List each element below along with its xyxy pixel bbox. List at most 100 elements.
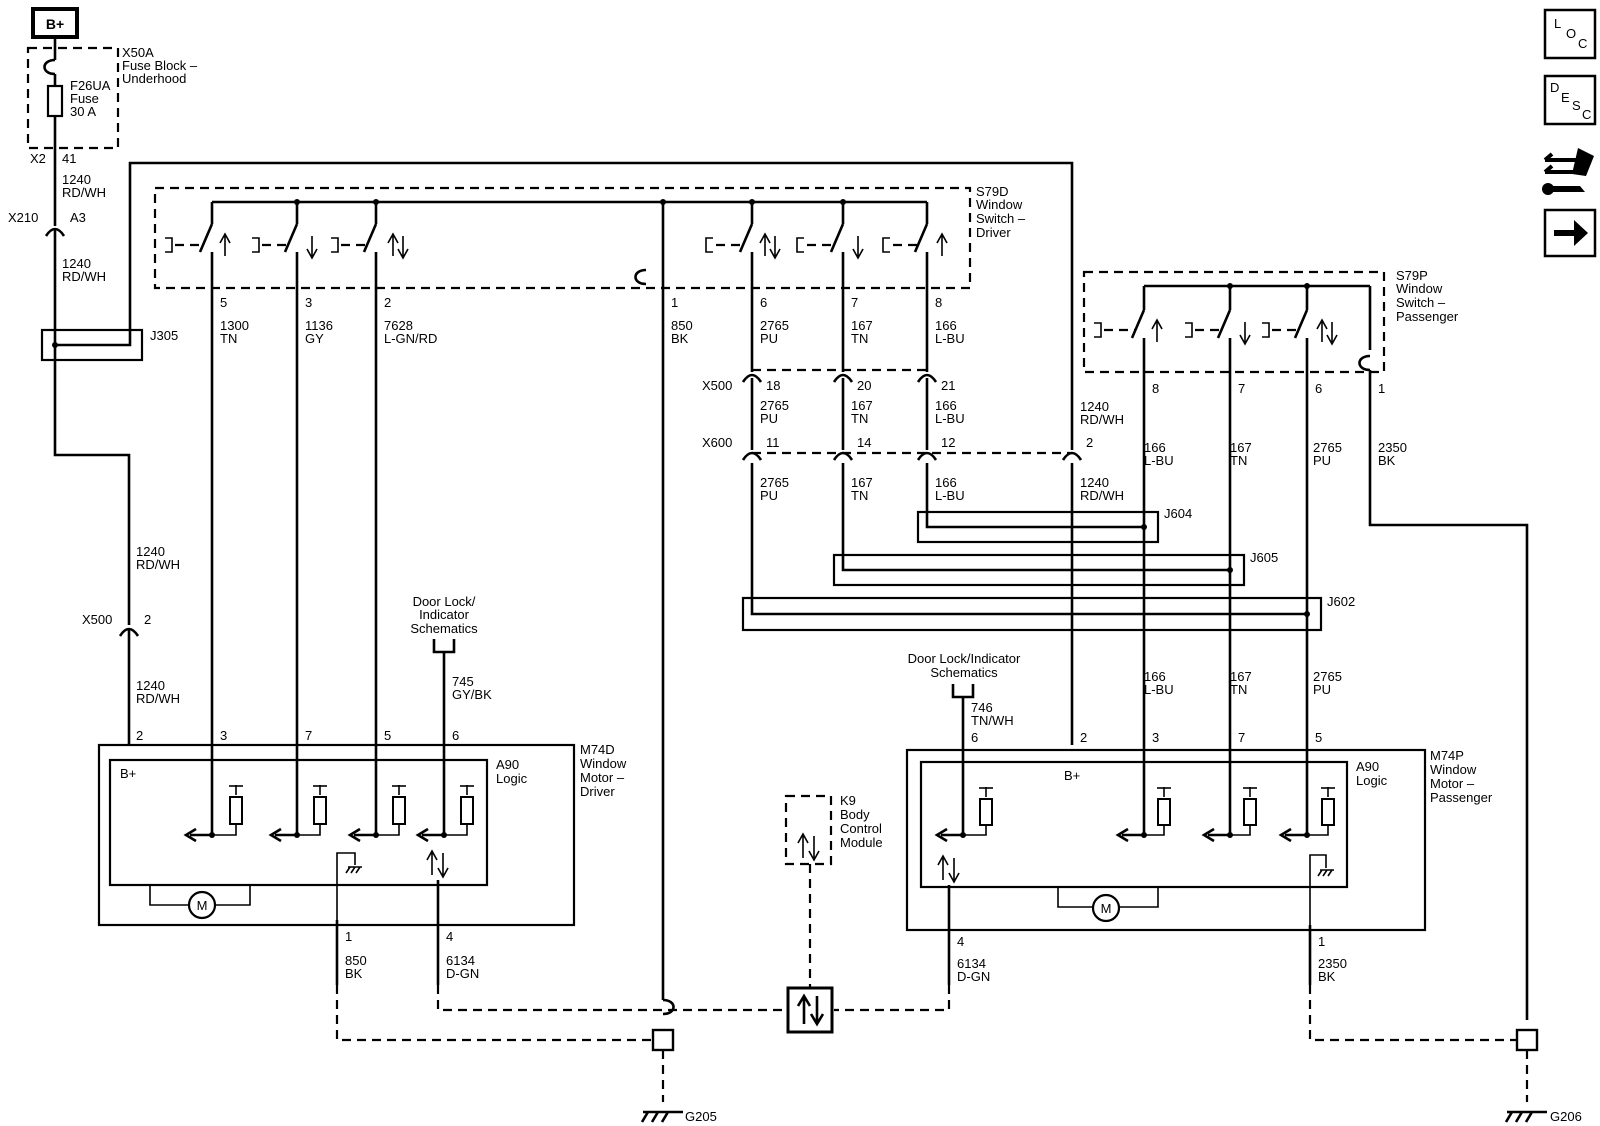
passenger-bplus: B+ — [1064, 768, 1080, 783]
passenger-switch-name: S79P — [1396, 268, 1428, 283]
wire-1240-a-num: 1240 — [62, 172, 91, 187]
loc-c: C — [1578, 36, 1587, 51]
bcm-line2: Control — [840, 821, 882, 836]
x210-conn: X210 — [8, 210, 38, 225]
wire-1240-c-color: RD/WH — [136, 557, 180, 572]
passenger-lower-wire-color: TN — [1230, 682, 1247, 697]
j605-label: J605 — [1250, 550, 1278, 565]
driver-wire-num: 7628 — [384, 318, 413, 333]
passenger-bottom-wire-num: 2350 — [1318, 956, 1347, 971]
driver-wire-color: TN — [220, 331, 237, 346]
body-control-module: K9 Body Control Module — [784, 793, 883, 1034]
desc-e: E — [1561, 90, 1570, 105]
passenger-wire-num: 167 — [1230, 440, 1252, 455]
x600-pin: 14 — [857, 435, 871, 450]
next-arrow-icon[interactable] — [1543, 208, 1597, 258]
fuse-block-desc2: Underhood — [122, 71, 186, 86]
x600-wire-color: RD/WH — [1080, 488, 1124, 503]
x600-wire-color: L-BU — [935, 488, 965, 503]
passenger-motor-line1: Window — [1430, 762, 1477, 777]
x500-row-conn: X500 — [702, 378, 732, 393]
fuse-block-desc1: Fuse Block – — [122, 58, 198, 73]
x500-pin: 18 — [766, 378, 780, 393]
x500-wire-color: TN — [851, 411, 868, 426]
passenger-switch-line2: Switch – — [1396, 295, 1446, 310]
door-lock-left-line1: Door Lock/ — [413, 594, 476, 609]
passenger-lower-wire-color: L-BU — [1144, 682, 1174, 697]
bcm-name: K9 — [840, 793, 856, 808]
driver-wire-color: TN — [851, 331, 868, 346]
wire-1240-c-num: 1240 — [136, 544, 165, 559]
driver-switch-name: S79D — [976, 184, 1009, 199]
location-icon[interactable]: L O C — [1543, 8, 1597, 60]
description-icon[interactable]: D E S C — [1543, 74, 1597, 126]
x500-pin: 21 — [941, 378, 955, 393]
door-lock-left-line3: Schematics — [410, 621, 478, 636]
driver-bottom-wire-num: 6134 — [446, 953, 475, 968]
driver-wire-num: 850 — [671, 318, 693, 333]
j602-label: J602 — [1327, 594, 1355, 609]
passenger-motor-line3: Passenger — [1430, 790, 1493, 805]
passenger-wire-color: TN — [1230, 453, 1247, 468]
passenger-motor-bottom-pin: 1 — [1318, 934, 1325, 949]
fuse-block: X50A Fuse Block – Underhood F26UA Fuse 3… — [26, 45, 198, 150]
driver-logic-name: A90 — [496, 757, 519, 772]
passenger-wire-color: L-BU — [1144, 453, 1174, 468]
x600-wire-num: 2765 — [760, 475, 789, 490]
driver-motor-pin: 6 — [452, 728, 459, 743]
passenger-switch-pin: 6 — [1315, 381, 1322, 396]
driver-motor-line2: Motor – — [580, 770, 625, 785]
loc-o: O — [1566, 26, 1576, 41]
passenger-switch-line1: Window — [1396, 281, 1443, 296]
passenger-switch-line3: Passenger — [1396, 309, 1459, 324]
driver-wire-color: PU — [760, 331, 778, 346]
passenger-motor-pin: 6 — [971, 730, 978, 745]
passenger-motor-bottom-pin: 4 — [957, 934, 964, 949]
driver-wire-num: 167 — [851, 318, 873, 333]
driver-switch-pin: 8 — [935, 295, 942, 310]
driver-wire-color: L-GN/RD — [384, 331, 437, 346]
door-lock-left-wire-num: 745 — [452, 674, 474, 689]
door-lock-right-line2: Schematics — [930, 665, 998, 680]
passenger-lower-wire-num: 2765 — [1313, 669, 1342, 684]
tools-icon[interactable] — [1542, 148, 1594, 195]
wire-1240-ur-num: 1240 — [1080, 399, 1109, 414]
passenger-motor-pin: 3 — [1152, 730, 1159, 745]
x600-pin: 11 — [766, 435, 780, 450]
door-lock-right-wire-color: TN/WH — [971, 713, 1014, 728]
passenger-motor-pin: 5 — [1315, 730, 1322, 745]
wire-1240-b-num: 1240 — [62, 256, 91, 271]
passenger-wire-color: BK — [1378, 453, 1396, 468]
driver-motor-symbol: M — [197, 898, 208, 913]
passenger-motor-name: M74P — [1430, 748, 1464, 763]
passenger-bottom-wire-color: D-GN — [957, 969, 990, 984]
passenger-window-motor: M74P Window Motor – Passenger A90 Logic … — [905, 748, 1493, 932]
driver-motor-bottom-pin: 4 — [446, 929, 453, 944]
driver-wire-num: 2765 — [760, 318, 789, 333]
desc-d: D — [1550, 80, 1559, 95]
x500-wire-color: L-BU — [935, 411, 965, 426]
passenger-switch-pin: 8 — [1152, 381, 1159, 396]
j305-label: J305 — [150, 328, 178, 343]
driver-wire-color: L-BU — [935, 331, 965, 346]
power-source: B+ — [31, 7, 79, 60]
passenger-switch-pin: 7 — [1238, 381, 1245, 396]
passenger-lower-wire-color: PU — [1313, 682, 1331, 697]
x210-pin: A3 — [70, 210, 86, 225]
passenger-motor-pin: 7 — [1238, 730, 1245, 745]
driver-switch-line2: Switch – — [976, 211, 1026, 226]
passenger-wire-num: 2765 — [1313, 440, 1342, 455]
x2-pin: 41 — [62, 151, 76, 166]
passenger-motor-pin: 2 — [1080, 730, 1087, 745]
driver-motor-pin: 5 — [384, 728, 391, 743]
g205-label: G205 — [685, 1109, 717, 1124]
passenger-bottom-wire-num: 6134 — [957, 956, 986, 971]
passenger-lower-wire-num: 167 — [1230, 669, 1252, 684]
door-lock-right-line1: Door Lock/Indicator — [908, 651, 1021, 666]
driver-switch-pin: 7 — [851, 295, 858, 310]
driver-switch-pin: 5 — [220, 295, 227, 310]
driver-motor-line1: Window — [580, 756, 627, 771]
x500-wire-color: PU — [760, 411, 778, 426]
driver-switch-pin: 6 — [760, 295, 767, 310]
